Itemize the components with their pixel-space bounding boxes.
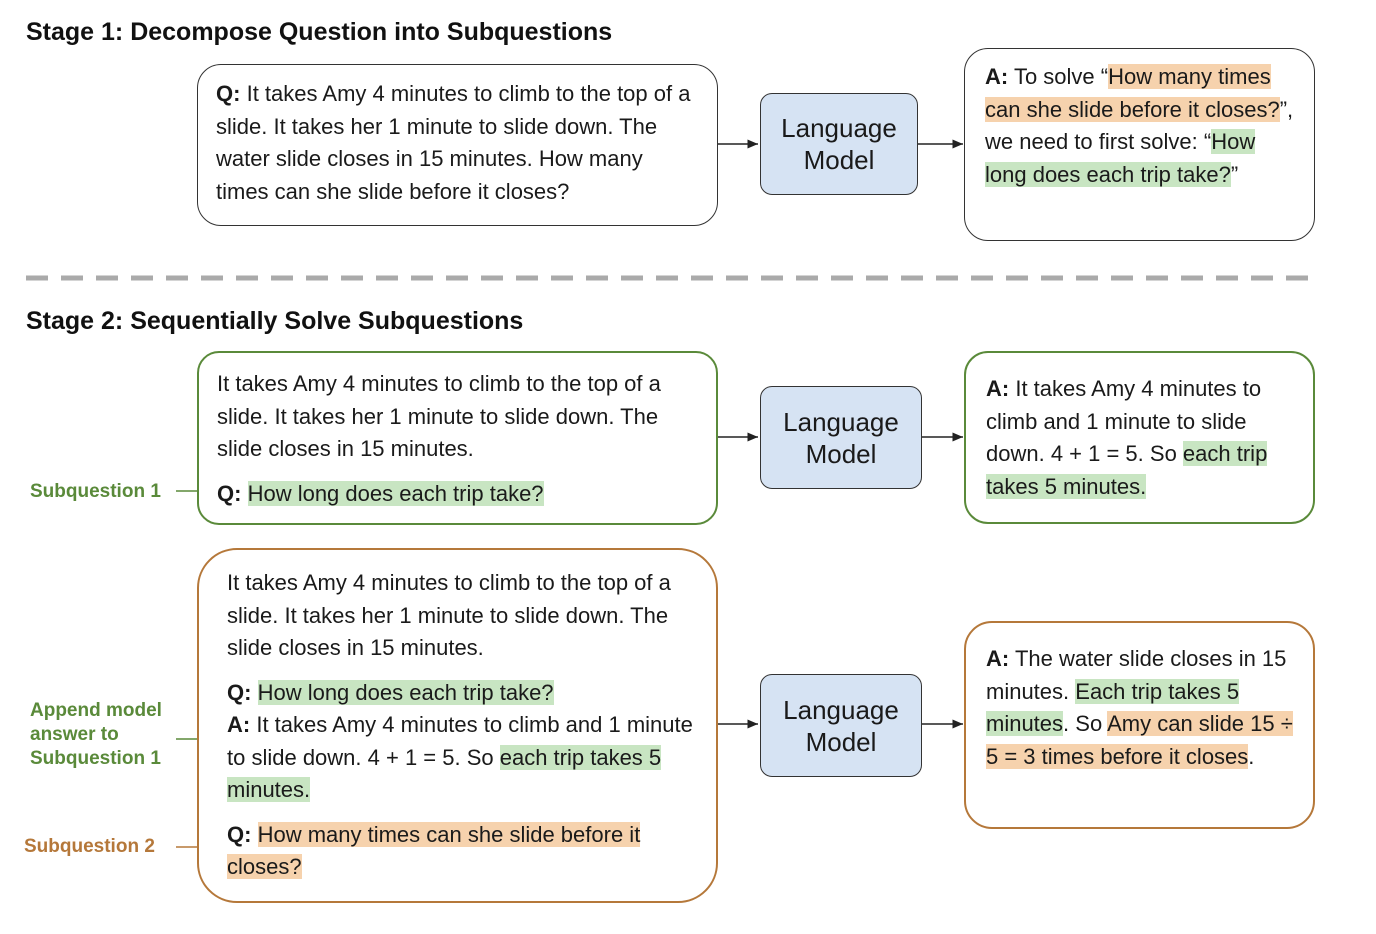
sub2-question-box: It takes Amy 4 minutes to climb to the t…: [197, 548, 718, 903]
sub2-a1-text: It takes Amy 4 minutes to climb and 1 mi…: [227, 712, 693, 770]
sub2-q2-prefix: Q:: [227, 821, 252, 847]
lm-line2: Model: [805, 726, 877, 757]
question-text: It takes Amy 4 minutes to climb to the t…: [216, 81, 691, 204]
sub1-answer-box: A: It takes Amy 4 minutes to climb and 1…: [964, 351, 1315, 524]
sub2-q1-text: How long does each trip take?: [257, 679, 554, 705]
lm-line2: Model: [803, 145, 875, 175]
sub2-a-prefix: A:: [986, 646, 1010, 671]
subquestion1-label: Subquestion 1: [30, 481, 161, 502]
lm-line1: Language: [783, 694, 899, 725]
lm-line2: Model: [805, 438, 877, 469]
sub2-a-end: .: [1248, 743, 1255, 769]
sub1-a-prefix: A:: [986, 376, 1010, 401]
answer-part2: ”, we need to first solve: “: [985, 96, 1294, 155]
sub2-context: It takes Amy 4 minutes to climb to the t…: [227, 570, 671, 660]
sub2-answer-box: A: The water slide closes in 15 minutes.…: [964, 621, 1315, 829]
lm-line1: Language: [781, 113, 897, 143]
lm-line1: Language: [783, 406, 899, 437]
sub2-q1-prefix: Q:: [227, 679, 252, 705]
sub1-q-prefix: Q:: [217, 480, 242, 506]
sub2-a-text: The water slide closes in 15 minutes.: [986, 646, 1287, 704]
answer-part3: ”: [1230, 161, 1239, 187]
answer-prefix: A:: [985, 64, 1009, 89]
sub2-a1-prefix: A:: [227, 712, 251, 737]
sub1-question-box: It takes Amy 4 minutes to climb to the t…: [197, 351, 718, 525]
subquestion2-label: Subquestion 2: [24, 836, 155, 857]
stage1-answer-box: A: To solve “How many times can she slid…: [964, 48, 1315, 241]
question-prefix: Q:: [216, 81, 241, 106]
sub1-context: It takes Amy 4 minutes to climb to the t…: [217, 371, 661, 461]
sub2-a-mid: . So: [1063, 711, 1108, 736]
stage2-title: Stage 2: Sequentially Solve Subquestions: [26, 307, 524, 335]
append-answer-label: Append model answer to Subquestion 1: [30, 700, 162, 769]
sub2-q2-text: How many times can she slide before it c…: [227, 821, 641, 879]
sub1-q-text: How long does each trip take?: [247, 480, 544, 506]
answer-part1: To solve “: [1013, 64, 1109, 89]
stage1-question-box: Q: It takes Amy 4 minutes to climb to th…: [197, 64, 718, 226]
sub1-a-text: It takes Amy 4 minutes to climb and 1 mi…: [986, 376, 1262, 466]
stage1-title: Stage 1: Decompose Question into Subques…: [26, 18, 613, 46]
